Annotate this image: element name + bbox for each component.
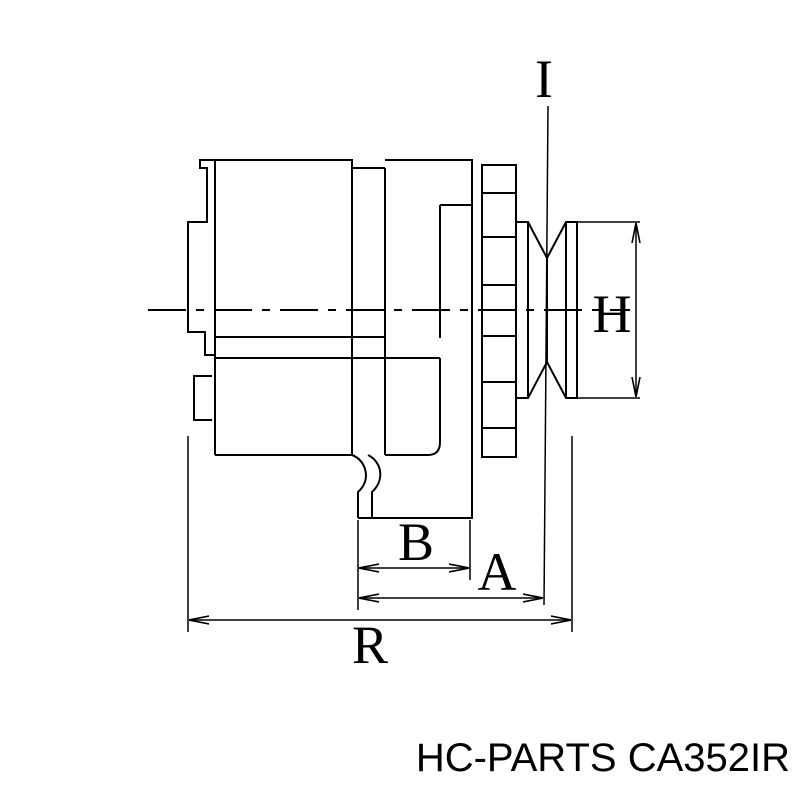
dimension-h-label: H xyxy=(593,284,632,344)
dimension-r: R xyxy=(187,436,573,675)
dimension-h: H xyxy=(574,221,640,399)
dimension-b: B xyxy=(357,512,471,610)
dimension-a: A xyxy=(360,542,542,602)
dimension-a-label: A xyxy=(478,542,517,602)
part-number-caption: HC-PARTS CA352IR xyxy=(415,736,790,780)
dimension-b-label: B xyxy=(398,512,434,572)
dimension-r-label: R xyxy=(352,615,388,675)
alternator-housing xyxy=(214,159,473,519)
rear-end-cap xyxy=(187,159,215,421)
dimension-i-label: I xyxy=(535,49,553,109)
dimension-i: I xyxy=(535,49,553,606)
